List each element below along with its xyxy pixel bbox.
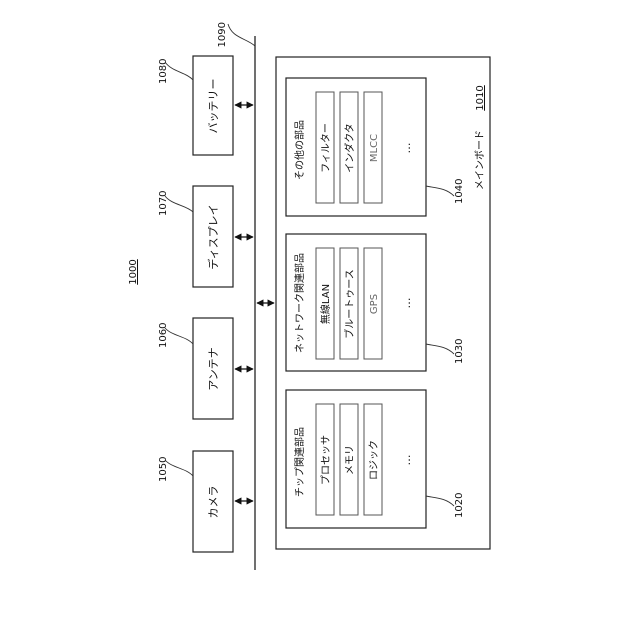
chip-parts-label: チップ関連部品 <box>293 427 306 497</box>
camera-label: カメラ <box>207 486 220 519</box>
bus-leader-line <box>228 24 255 46</box>
antenna-ref-label: 1060 <box>158 323 169 348</box>
mainboard-ref-label: 1010 <box>475 85 486 110</box>
logic-item-label: ロジック <box>368 440 380 480</box>
network-parts-ref-label: 1030 <box>454 339 465 364</box>
display-label: ディスプレイ <box>206 204 220 269</box>
processor-item-label: プロセッサ <box>320 435 332 485</box>
mainboard-label: メインボード <box>474 130 486 190</box>
network-parts-more: … <box>400 298 413 309</box>
camera-leader-line <box>165 460 193 476</box>
other-parts-label: その他の部品 <box>293 120 306 180</box>
camera-ref-label: 1050 <box>158 457 169 482</box>
gps-item-label: GPS <box>369 294 380 314</box>
display-leader-line <box>165 196 193 212</box>
battery-ref-label: 1080 <box>158 59 169 84</box>
other-parts-more: … <box>400 143 413 154</box>
filter-item-label: フィルター <box>320 123 332 173</box>
network-parts-label: ネットワーク関連部品 <box>293 253 306 353</box>
antenna-leader-line <box>165 328 193 344</box>
battery-leader-line <box>165 62 193 80</box>
system-ref-label: 1000 <box>128 259 139 284</box>
chip-parts-more: … <box>400 455 413 466</box>
bus-ref-label: 1090 <box>217 22 228 47</box>
other-parts-ref-label: 1040 <box>454 179 465 204</box>
inductor-item-label: インダクタ <box>343 123 356 173</box>
bluetooth-item-label: ブルートゥース <box>343 269 356 339</box>
memory-item-label: メモリ <box>345 445 356 475</box>
battery-label: バッテリー <box>207 79 220 134</box>
mlcc-item-label: MLCC <box>369 134 380 162</box>
display-ref-label: 1070 <box>158 191 169 216</box>
antenna-label: アンテナ <box>207 347 220 391</box>
chip-parts-ref-label: 1020 <box>454 493 465 518</box>
wlan-item-label: 無線LAN <box>319 284 332 324</box>
